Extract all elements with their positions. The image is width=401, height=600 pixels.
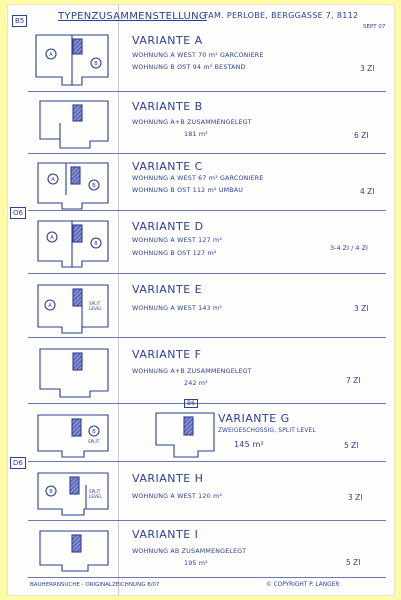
- plan-label-a: A: [48, 303, 52, 309]
- sheet-date: SEPT 07: [363, 24, 386, 30]
- variant-title-f: VARIANTE F: [132, 348, 202, 361]
- variant-line: WOHNUNG A WEST 143 m²: [132, 305, 223, 312]
- row-divider: [28, 520, 386, 521]
- variant-line: WOHNUNG A+B ZUSAMMENGELEGT: [132, 368, 252, 375]
- plan-label-b: B: [92, 183, 96, 189]
- floor-plan-i: [39, 530, 109, 572]
- row-divider: [28, 337, 386, 338]
- floor-plan-c: [37, 162, 109, 210]
- row-divider: [28, 273, 386, 274]
- floor-plan-h: SPLIT LEVEL: [37, 472, 109, 516]
- variant-title-i: VARIANTE I: [132, 528, 199, 541]
- room-count: 4 ZI: [360, 187, 375, 196]
- room-count: 3 ZI: [360, 64, 375, 73]
- variant-title-e: VARIANTE E: [132, 283, 203, 296]
- floor-plan-sketches: SPLIT LEVEL SPLIT: [35, 34, 215, 572]
- variant-line: WOHNUNG B OST 112 m² UMBAU: [132, 187, 244, 194]
- floor-plan-g-upper: [155, 412, 215, 458]
- variant-line: WOHNUNG A WEST 67 m² GARCONIERE: [132, 175, 264, 182]
- svg-text:LEVEL: LEVEL: [89, 306, 102, 311]
- row-divider: [28, 577, 386, 578]
- row-divider: [28, 153, 386, 154]
- variant-title-h: VARIANTE H: [132, 472, 204, 485]
- floor-plan-e: SPLIT LEVEL: [37, 284, 109, 334]
- room-count: 3 ZI: [354, 304, 369, 313]
- variant-title-d: VARIANTE D: [132, 220, 204, 233]
- room-count: 5 ZI: [346, 558, 361, 567]
- plan-label-a: A: [50, 235, 54, 241]
- plan-label-a: A: [49, 52, 53, 58]
- variant-line: 195 m²: [184, 560, 208, 567]
- section-tag: O6: [10, 207, 26, 219]
- room-count: 6 ZI: [354, 131, 369, 140]
- room-count: 7 ZI: [346, 376, 361, 385]
- footer-copyright: © COPYRIGHT P. LANGER: [266, 582, 340, 588]
- row-divider: [28, 91, 386, 92]
- variant-line: WOHNUNG A WEST 70 m² GARCONIERE: [132, 52, 264, 59]
- variant-line: 145 m²: [234, 440, 265, 449]
- row-divider: [28, 461, 386, 462]
- variant-line: ZWEIGESCHOSSIG, SPLIT LEVEL: [218, 428, 316, 434]
- sketch-sheet: TYPENZUSAMMENSTELLUNG FAM. PERLOBE, BERG…: [8, 5, 394, 595]
- variant-title-g: VARIANTE G: [218, 412, 290, 425]
- margin-line: [118, 5, 119, 595]
- plan-label-a: A: [51, 177, 55, 183]
- svg-text:SPLIT: SPLIT: [88, 439, 100, 444]
- room-count: 3-4 ZI / 4 ZI: [330, 244, 368, 252]
- section-tag: B5: [12, 15, 28, 27]
- variant-line: WOHNUNG B OST 127 m²: [132, 250, 217, 257]
- section-tag: B6: [184, 399, 198, 408]
- svg-text:SPLIT: SPLIT: [89, 489, 101, 494]
- floor-plan-d: [37, 220, 109, 268]
- variant-line: WOHNUNG A WEST 127 m²: [132, 237, 223, 244]
- client-address: FAM. PERLOBE, BERGGASSE 7, 8112: [204, 11, 359, 20]
- variant-title-c: VARIANTE C: [132, 160, 203, 173]
- row-divider: [28, 403, 386, 404]
- section-tag: D6: [10, 457, 26, 469]
- variant-title-a: VARIANTE A: [132, 34, 203, 47]
- variant-line: 242 m²: [184, 380, 208, 387]
- row-divider: [28, 210, 386, 211]
- svg-text:LEVEL: LEVEL: [89, 494, 102, 499]
- variant-line: 181 m²: [184, 131, 208, 138]
- plan-label-b: B: [92, 429, 96, 435]
- variant-line: WOHNUNG A WEST 120 m²: [132, 493, 223, 500]
- plan-label-b: B: [94, 61, 98, 67]
- variant-title-b: VARIANTE B: [132, 100, 203, 113]
- floor-plan-a: [35, 34, 109, 86]
- variant-line: WOHNUNG AB ZUSAMMENGELEGT: [132, 548, 247, 555]
- sheet-title: TYPENZUSAMMENSTELLUNG: [58, 11, 207, 22]
- svg-text:SPLIT: SPLIT: [89, 301, 101, 306]
- plan-label-b: B: [94, 241, 98, 247]
- footer-left: BAUHERRNSUCHE - ORIGINALZEICHNUNG 8/07: [30, 582, 160, 588]
- floor-plan-g-lower: SPLIT: [37, 414, 109, 458]
- plan-label-b: B: [49, 489, 53, 495]
- variant-line: WOHNUNG A+B ZUSAMMENGELEGT: [132, 119, 252, 126]
- floor-plan-f: [39, 348, 109, 398]
- floor-plan-b: [39, 100, 109, 149]
- room-count: 5 ZI: [344, 441, 359, 450]
- room-count: 3 ZI: [348, 493, 363, 502]
- variant-line: WOHNUNG B OST 94 m² BESTAND: [132, 64, 246, 71]
